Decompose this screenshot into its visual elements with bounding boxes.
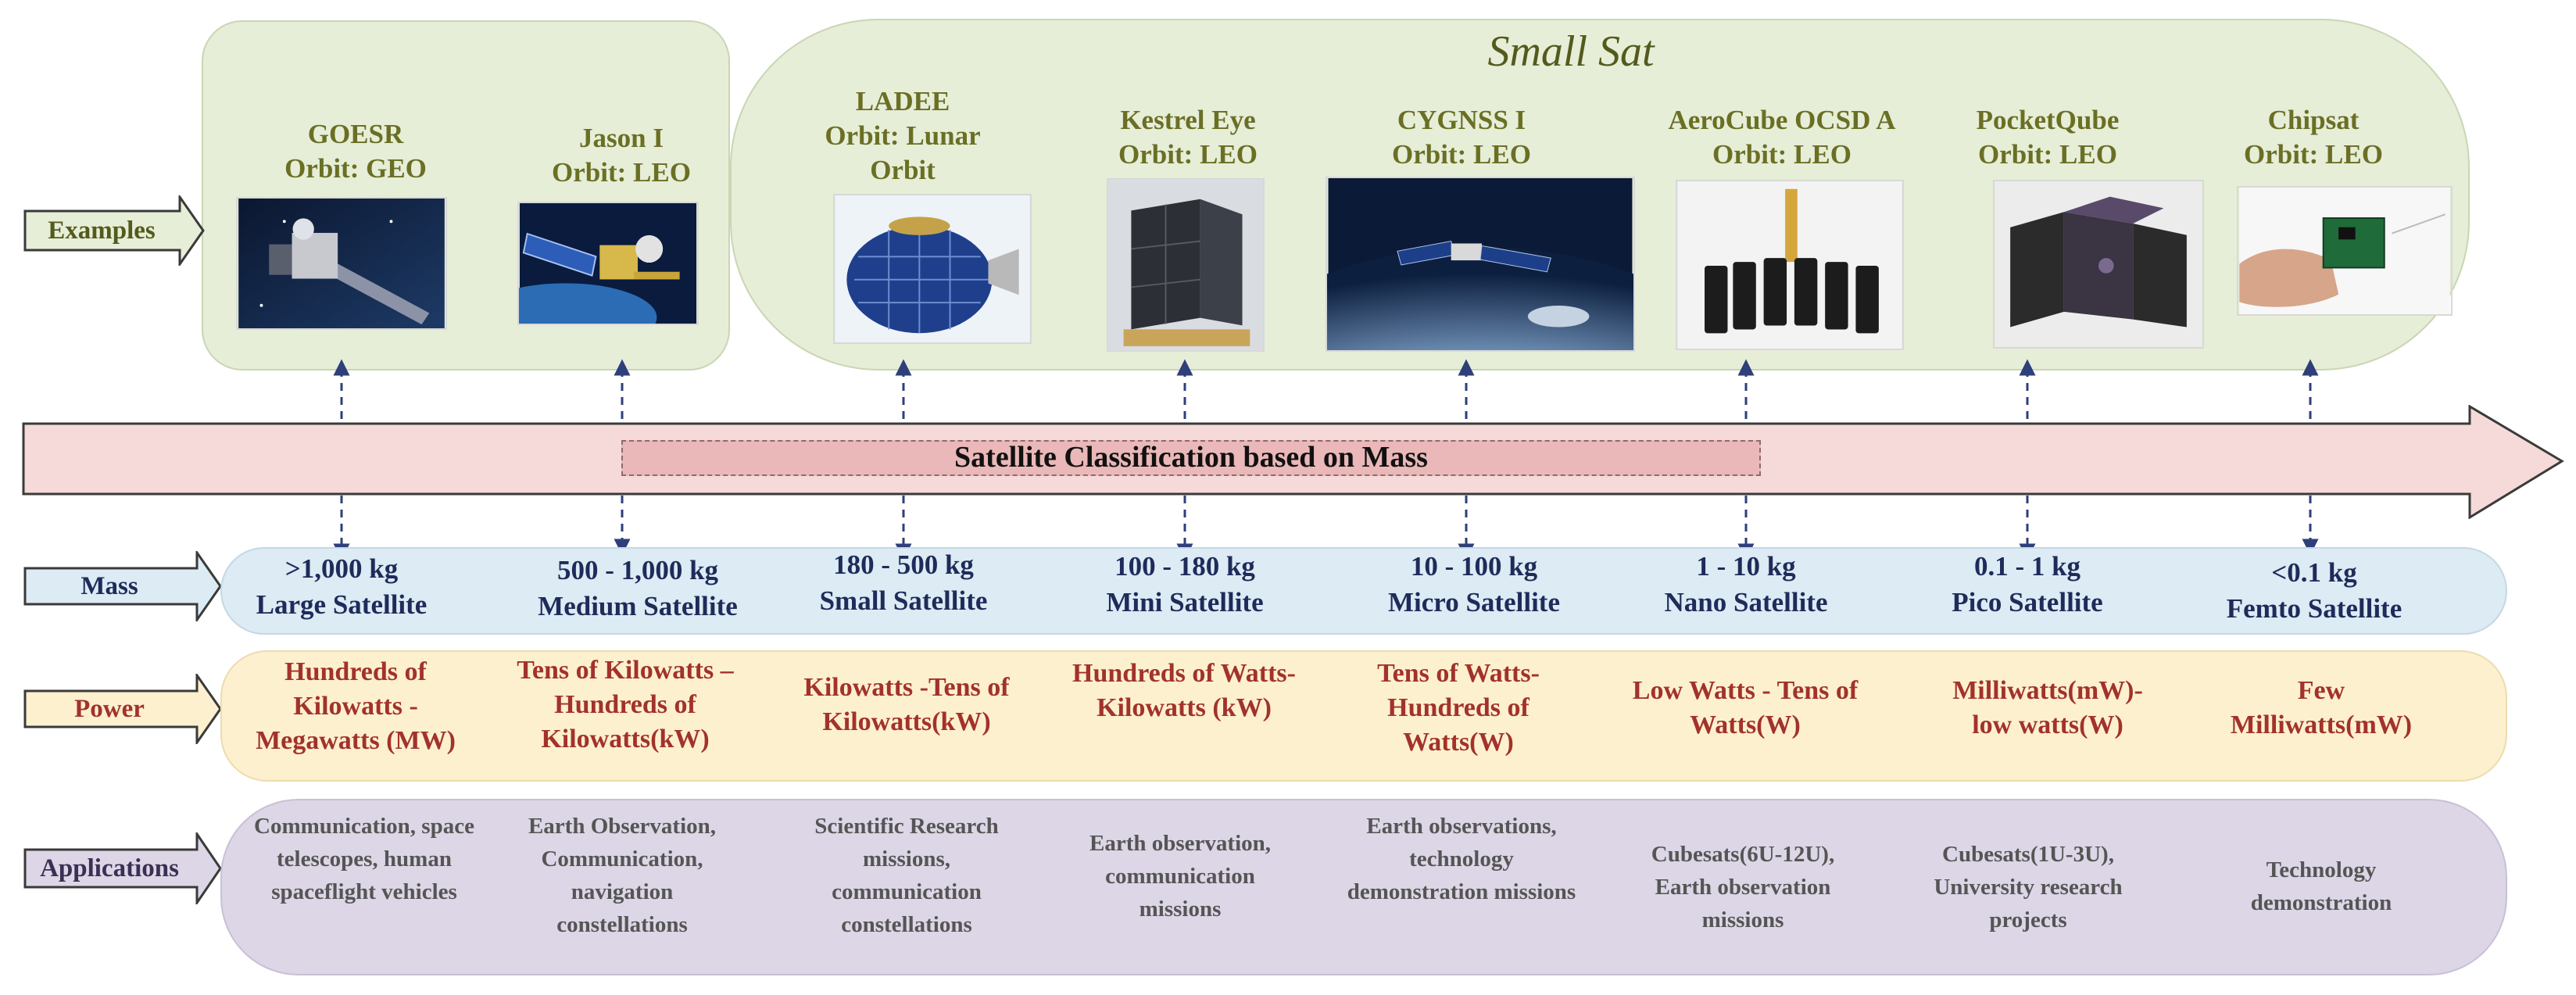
example-kestrel-eye: Kestrel Eye Orbit: LEO — [1071, 103, 1305, 172]
mass-cell-small: 180 - 500 kg Small Satellite — [786, 547, 1021, 619]
example-cygnss-orbit: Orbit: LEO — [1392, 139, 1531, 170]
mass-range: 0.1 - 1 kg — [1973, 551, 2081, 582]
cygnss-satellite-image — [1326, 177, 1635, 352]
applications-cell-3: Scientific Research missions, communicat… — [814, 814, 999, 937]
mass-cell-medium: 500 - 1,000 kg Medium Satellite — [497, 553, 778, 625]
example-ladee: LADEE Orbit: Lunar Orbit — [805, 84, 1000, 188]
example-aerocube-orbit: Orbit: LEO — [1712, 139, 1852, 170]
power-cell-2: Tens of Kilowatts – Hundreds of Kilowatt… — [517, 656, 734, 753]
examples-arrow-shape — [23, 195, 205, 266]
applications-cell-4: Earth observation, communication mission… — [1089, 831, 1271, 922]
mass-range: 180 - 500 kg — [833, 549, 974, 580]
mass-range: 10 - 100 kg — [1410, 551, 1538, 582]
power-cell-4: Hundreds of Watts- Kilowatts (kW) — [1072, 659, 1296, 722]
mass-band — [220, 547, 2507, 635]
applications-arrow-shape — [23, 832, 222, 904]
power-cell-8: Few Milliwatts(mW) — [2230, 676, 2413, 739]
mass-class: Medium Satellite — [538, 591, 738, 621]
example-chipsat: Chipsat Orbit: LEO — [2212, 103, 2415, 172]
mass-range: <0.1 kg — [2271, 557, 2357, 588]
goesr-satellite-image — [236, 197, 447, 330]
mass-cell-mini: 100 - 180 kg Mini Satellite — [1068, 549, 1302, 621]
kestrel-eye-satellite-image — [1107, 178, 1265, 352]
example-ladee-orbit: Orbit: Lunar Orbit — [825, 120, 981, 185]
mass-range: >1,000 kg — [284, 553, 399, 584]
mass-cell-femto: <0.1 kg Femto Satellite — [2185, 555, 2443, 627]
example-jason: Jason I Orbit: LEO — [500, 121, 742, 190]
example-pocketqube: PocketQube Orbit: LEO — [1930, 103, 2165, 172]
pocketqube-satellite-image — [1993, 180, 2204, 349]
power-cell-3: Kilowatts -Tens of Kilowatts(kW) — [803, 673, 1010, 736]
example-goesr-name: GOESR — [307, 119, 404, 149]
example-goesr: GOESR Orbit: GEO — [234, 117, 477, 186]
mass-range: 1 - 10 kg — [1696, 551, 1796, 582]
mass-class: Micro Satellite — [1388, 587, 1560, 617]
applications-cell-8: Technology demonstration — [2250, 857, 2392, 915]
power-band — [220, 650, 2507, 782]
power-cell-6: Low Watts - Tens of Watts(W) — [1632, 676, 1859, 739]
mass-range: 100 - 180 kg — [1114, 551, 1255, 582]
mass-cell-pico: 0.1 - 1 kg Pico Satellite — [1910, 549, 2145, 621]
power-cell-7: Milliwatts(mW)- low watts(W) — [1952, 676, 2143, 739]
example-pocketqube-orbit: Orbit: LEO — [1978, 139, 2117, 170]
mass-cell-micro: 10 - 100 kg Micro Satellite — [1349, 549, 1599, 621]
small-sat-label: Small Sat — [1487, 27, 1655, 76]
mass-class: Nano Satellite — [1664, 587, 1828, 617]
timeline-title-box — [621, 440, 1761, 476]
example-goesr-orbit: Orbit: GEO — [284, 153, 427, 184]
applications-cell-1: Communication, space telescopes, human s… — [254, 814, 474, 904]
jason-satellite-image — [517, 202, 699, 325]
example-cygnss-name: CYGNSS I — [1397, 105, 1526, 135]
mass-cell-large: >1,000 kg Large Satellite — [227, 551, 456, 623]
example-pocketqube-name: PocketQube — [1976, 105, 2120, 135]
applications-cell-7: Cubesats(1U-3U), University research pro… — [1934, 842, 2123, 932]
applications-band — [220, 799, 2507, 975]
ladee-satellite-image — [833, 194, 1032, 344]
power-cell-1: Hundreds of Kilowatts - Megawatts (MW) — [256, 657, 456, 755]
aerocube-satellite-image — [1676, 180, 1904, 350]
mass-class: Small Satellite — [819, 585, 988, 616]
mass-class: Large Satellite — [256, 589, 428, 620]
example-kestrel-eye-orbit: Orbit: LEO — [1118, 139, 1258, 170]
row-label-power: Power — [74, 694, 145, 723]
example-jason-orbit: Orbit: LEO — [552, 157, 691, 188]
example-cygnss: CYGNSS I Orbit: LEO — [1344, 103, 1579, 172]
applications-cell-6: Cubesats(6U-12U), Earth observation miss… — [1651, 842, 1835, 932]
mass-class: Femto Satellite — [2226, 593, 2402, 624]
chipsat-satellite-image — [2237, 186, 2453, 316]
row-label-applications: Applications — [40, 854, 179, 882]
power-cell-5: Tens of Watts- Hundreds of Watts(W) — [1377, 659, 1540, 757]
row-label-examples: Examples — [48, 216, 156, 245]
power-arrow-shape — [23, 674, 222, 744]
mass-cell-nano: 1 - 10 kg Nano Satellite — [1629, 549, 1863, 621]
mass-range: 500 - 1,000 kg — [556, 555, 719, 585]
example-jason-name: Jason I — [579, 123, 664, 153]
example-chipsat-orbit: Orbit: LEO — [2244, 139, 2383, 170]
applications-cell-5: Earth observations, technology demonstra… — [1347, 814, 1576, 904]
applications-cell-2: Earth Observation, Communication, naviga… — [528, 814, 717, 937]
mass-class: Mini Satellite — [1106, 587, 1264, 617]
row-label-mass: Mass — [80, 571, 138, 600]
example-aerocube-name: AeroCube OCSD A — [1668, 105, 1896, 135]
mass-class: Pico Satellite — [1952, 587, 2103, 617]
timeline-title: Satellite Classification based on Mass — [954, 441, 1428, 474]
example-kestrel-eye-name: Kestrel Eye — [1120, 105, 1256, 135]
mass-arrow-shape — [23, 551, 222, 621]
example-chipsat-name: Chipsat — [2267, 105, 2360, 135]
example-ladee-name: LADEE — [855, 86, 950, 116]
example-aerocube: AeroCube OCSD A Orbit: LEO — [1602, 103, 1962, 172]
